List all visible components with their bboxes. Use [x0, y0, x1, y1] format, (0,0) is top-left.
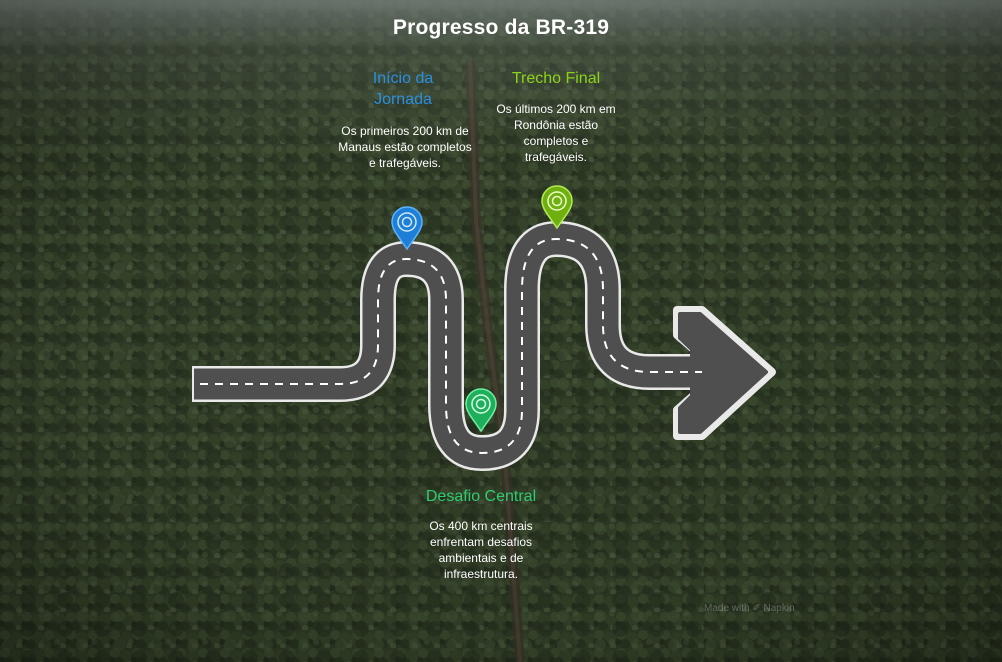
- milestone-title-desafio-central: Desafio Central: [425, 488, 537, 505]
- road-asphalt: [194, 223, 705, 469]
- page-title: Progresso da BR-319: [392, 16, 610, 39]
- watermark: Made with ✐ Napkin: [704, 603, 795, 614]
- milestone-description-inicio: Os primeiros 200 km de Manaus estão comp…: [338, 124, 472, 170]
- map-pin-icon: [541, 185, 573, 230]
- milestone-description-trecho-final: Os últimos 200 km em Rondônia estão comp…: [496, 102, 616, 164]
- road-lane-markings: [200, 237, 702, 455]
- milestone-title-inicio: Início da Jornada: [372, 70, 434, 108]
- map-pin-icon: [391, 206, 423, 251]
- map-pin-icon: [465, 388, 497, 433]
- milestone-title-trecho-final: Trecho Final: [511, 70, 601, 87]
- milestone-description-desafio-central: Os 400 km centrais enfrentam desafios am…: [429, 519, 533, 581]
